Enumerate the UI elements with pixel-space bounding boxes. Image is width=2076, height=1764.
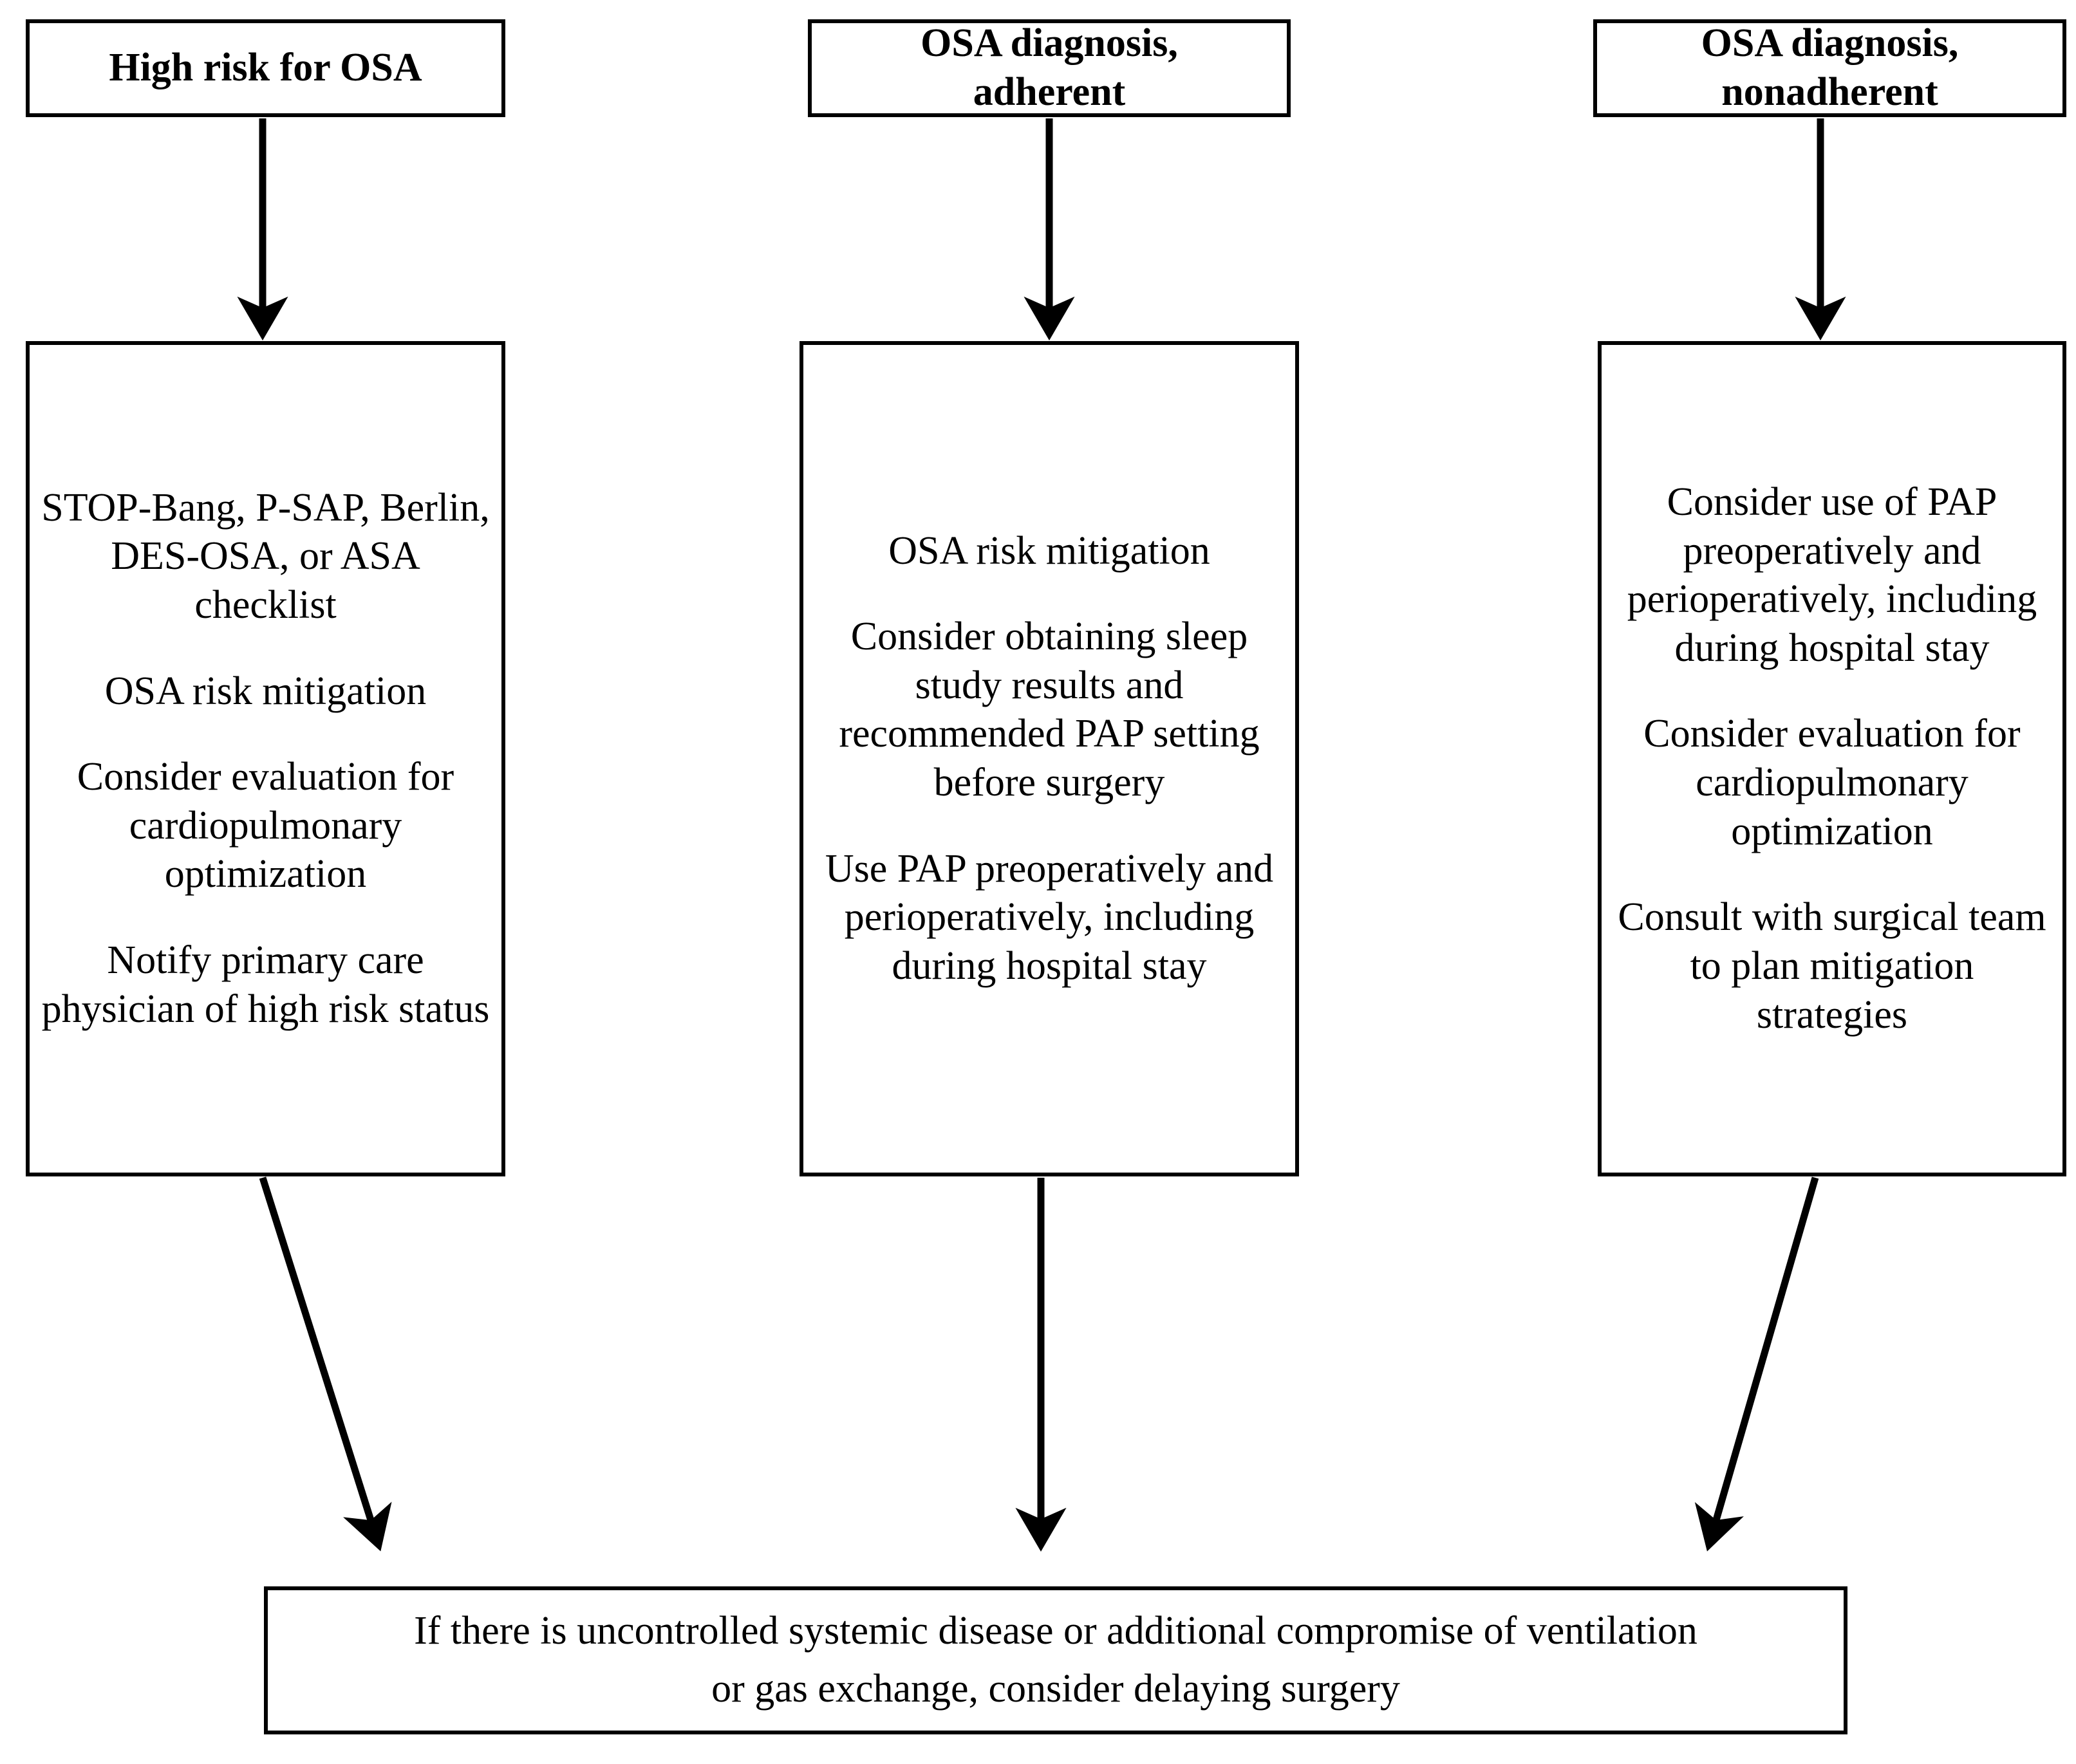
arrow-high-risk-actions-to-delay-surgery [259, 1176, 392, 1552]
node-delay-surgery: If there is uncontrolled systemic diseas… [264, 1586, 1847, 1734]
node-nonadherent-actions: Consider use of PAP preoperatively and p… [1598, 341, 2066, 1176]
node-adherent-actions-body: OSA risk mitigation Consider obtaining s… [803, 527, 1295, 991]
node-delay-surgery-body: If there is uncontrolled systemic diseas… [268, 1602, 1844, 1718]
action-item: Consult with surgical team to plan mitig… [1618, 895, 2046, 1037]
footer-line-2: or gas exchange, consider delaying surge… [711, 1667, 1400, 1711]
node-osa-diagnosis-nonadherent: OSA diagnosis, nonadherent [1593, 19, 2066, 117]
node-osa-diagnosis-adherent-label: OSA diagnosis, adherent [812, 19, 1287, 116]
node-text-line: OSA diagnosis, nonadherent [1701, 21, 1959, 114]
node-adherent-actions: OSA risk mitigation Consider obtaining s… [800, 341, 1299, 1176]
action-item: OSA risk mitigation [104, 669, 427, 713]
node-osa-diagnosis-nonadherent-label: OSA diagnosis, nonadherent [1597, 19, 2062, 116]
node-high-risk-for-osa: High risk for OSA [26, 19, 505, 117]
node-text-line: OSA diagnosis, adherent [921, 21, 1178, 114]
node-nonadherent-actions-body: Consider use of PAP preoperatively and p… [1602, 478, 2062, 1039]
action-item: Consider evaluation for cardiopulmonary … [1643, 712, 2021, 853]
action-item: Notify primary care physician of high ri… [41, 938, 490, 1031]
footer-line-1: If there is uncontrolled systemic diseas… [414, 1609, 1697, 1653]
node-high-risk-actions: STOP-Bang, P-SAP, Berlin, DES-OSA, or AS… [26, 341, 505, 1176]
node-osa-diagnosis-adherent: OSA diagnosis, adherent [808, 19, 1291, 117]
action-item: Use PAP preoperatively and perioperative… [825, 846, 1274, 988]
action-item: STOP-Bang, P-SAP, Berlin, DES-OSA, or AS… [41, 485, 490, 627]
action-item: OSA risk mitigation [888, 528, 1210, 573]
node-high-risk-actions-body: STOP-Bang, P-SAP, Berlin, DES-OSA, or AS… [30, 484, 501, 1034]
action-item: Consider obtaining sleep study results a… [839, 615, 1260, 804]
action-item: Consider evaluation for cardiopulmonary … [77, 755, 454, 896]
node-high-risk-for-osa-label: High risk for OSA [30, 44, 501, 93]
action-item: Consider use of PAP preoperatively and p… [1627, 479, 2037, 670]
arrow-nonadherent-actions-to-delay-surgery [1694, 1176, 1819, 1552]
node-text-line: High risk for OSA [109, 46, 422, 90]
